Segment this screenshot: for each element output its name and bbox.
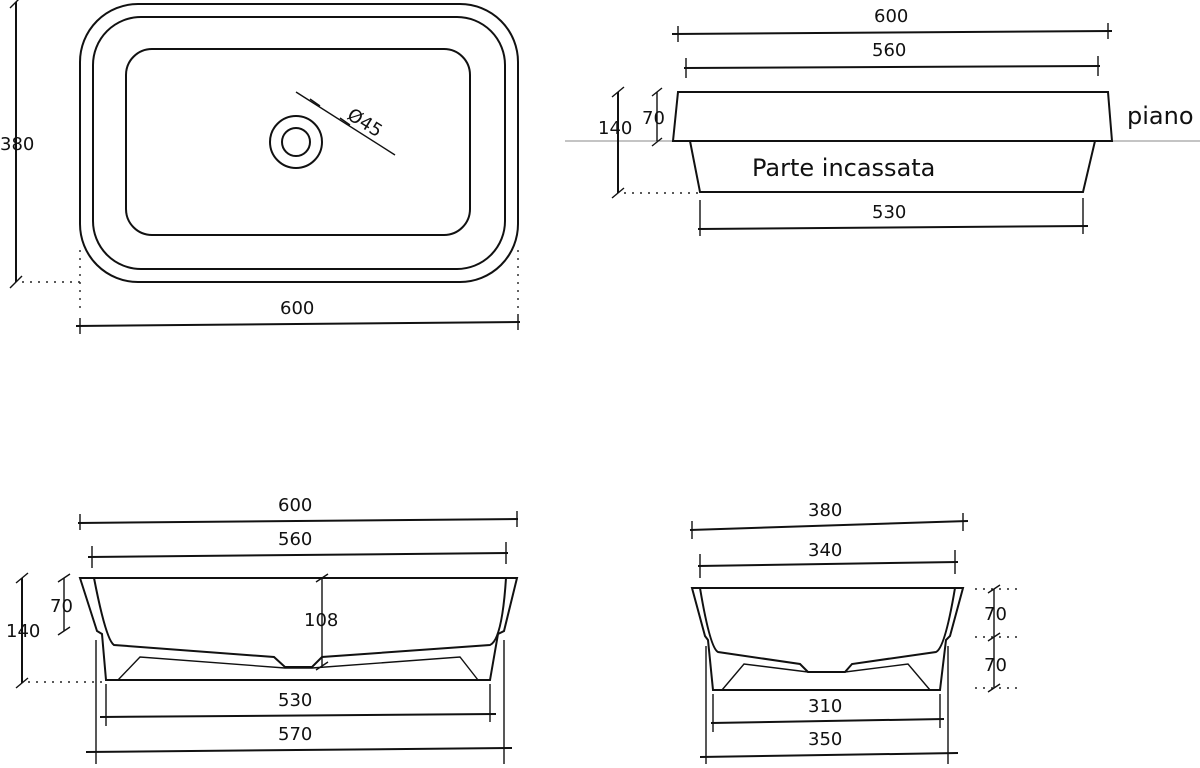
rim-above-counter: [671, 91, 1114, 142]
front-total-width-dim: [77, 518, 519, 524]
top-length-label: 600: [280, 298, 314, 319]
front-base-profile: [117, 656, 479, 681]
dim-tick: [987, 632, 1001, 642]
dim-tick: [15, 572, 29, 584]
front-total-height-label: 140: [6, 621, 40, 642]
dim-tick: [651, 87, 663, 97]
end-total-width-dim: [689, 520, 969, 531]
recessed-part-label: Parte incassata: [752, 154, 935, 182]
front-outer-profile: [78, 577, 519, 681]
end-outer-base-width-label: 350: [808, 729, 842, 750]
front-base-width-dim: [99, 713, 497, 718]
front-section-view: 600 560 140 70 108 530 570: [6, 495, 519, 764]
side-total-height-label: 140: [598, 118, 632, 139]
top-width-label: 380: [0, 134, 34, 155]
dim-tick: [651, 137, 663, 147]
dim-tick: [987, 584, 1001, 594]
end-lower-height-label: 70: [984, 655, 1007, 676]
end-upper-height-label: 70: [984, 604, 1007, 625]
end-base-profile: [721, 663, 931, 691]
dim-tick: [9, 275, 23, 289]
side-rim-height-label: 70: [642, 108, 665, 129]
front-outer-base-width-label: 570: [278, 724, 312, 745]
front-inner-width-dim: [87, 552, 509, 558]
end-outer-base-width-dim: [699, 752, 959, 758]
front-depth-label: 108: [304, 610, 338, 631]
drain-diameter-tick: [309, 98, 321, 107]
dim-tick: [987, 683, 1001, 693]
side-inner-width-label: 560: [872, 40, 906, 61]
end-inner-bowl: [699, 587, 956, 673]
end-base-width-label: 310: [808, 696, 842, 717]
drain-inner-ring: [281, 127, 311, 157]
end-inner-width-dim: [697, 561, 959, 567]
dim-tick: [611, 187, 625, 199]
drain-outer-ring: [269, 115, 323, 169]
side-total-width-label: 600: [874, 6, 908, 27]
front-inner-width-label: 560: [278, 529, 312, 550]
countertop-label: piano: [1127, 102, 1194, 130]
dim-tick: [315, 573, 329, 583]
top-view-outer-rim: [79, 3, 519, 283]
front-base-width-label: 530: [278, 690, 312, 711]
side-inner-width-dim: [683, 65, 1101, 69]
end-base-width-dim: [710, 718, 945, 724]
front-total-width-label: 600: [278, 495, 312, 516]
dim-tick: [611, 86, 625, 98]
side-total-width-dim: [671, 30, 1113, 35]
side-base-width-label: 530: [872, 202, 906, 223]
drain-diameter-tick: [339, 117, 351, 126]
end-outer-profile: [690, 587, 965, 691]
top-view: Ø45 380 600: [0, 0, 521, 334]
top-view-basin: [125, 48, 471, 236]
top-length-dim-line: [75, 321, 521, 327]
dim-tick: [9, 0, 19, 9]
dim-tick: [15, 677, 29, 689]
side-base-width-dim: [697, 225, 1089, 230]
front-rim-height-label: 70: [50, 596, 73, 617]
top-view-rim-inner-edge: [92, 16, 506, 270]
dim-tick: [315, 661, 329, 671]
end-inner-width-label: 340: [808, 540, 842, 561]
side-view-installed: 600 560 140 70 piano Parte incassata 530: [565, 6, 1200, 236]
end-total-width-label: 380: [808, 500, 842, 521]
recessed-body: [689, 140, 1096, 193]
dim-tick: [57, 626, 71, 636]
drain-diameter-leader: [295, 91, 396, 156]
front-outer-base-width-dim: [85, 747, 513, 753]
end-section-view: 380 340 70 70 310 350: [689, 500, 1022, 764]
dim-tick: [57, 573, 71, 583]
front-inner-bowl: [93, 577, 507, 668]
